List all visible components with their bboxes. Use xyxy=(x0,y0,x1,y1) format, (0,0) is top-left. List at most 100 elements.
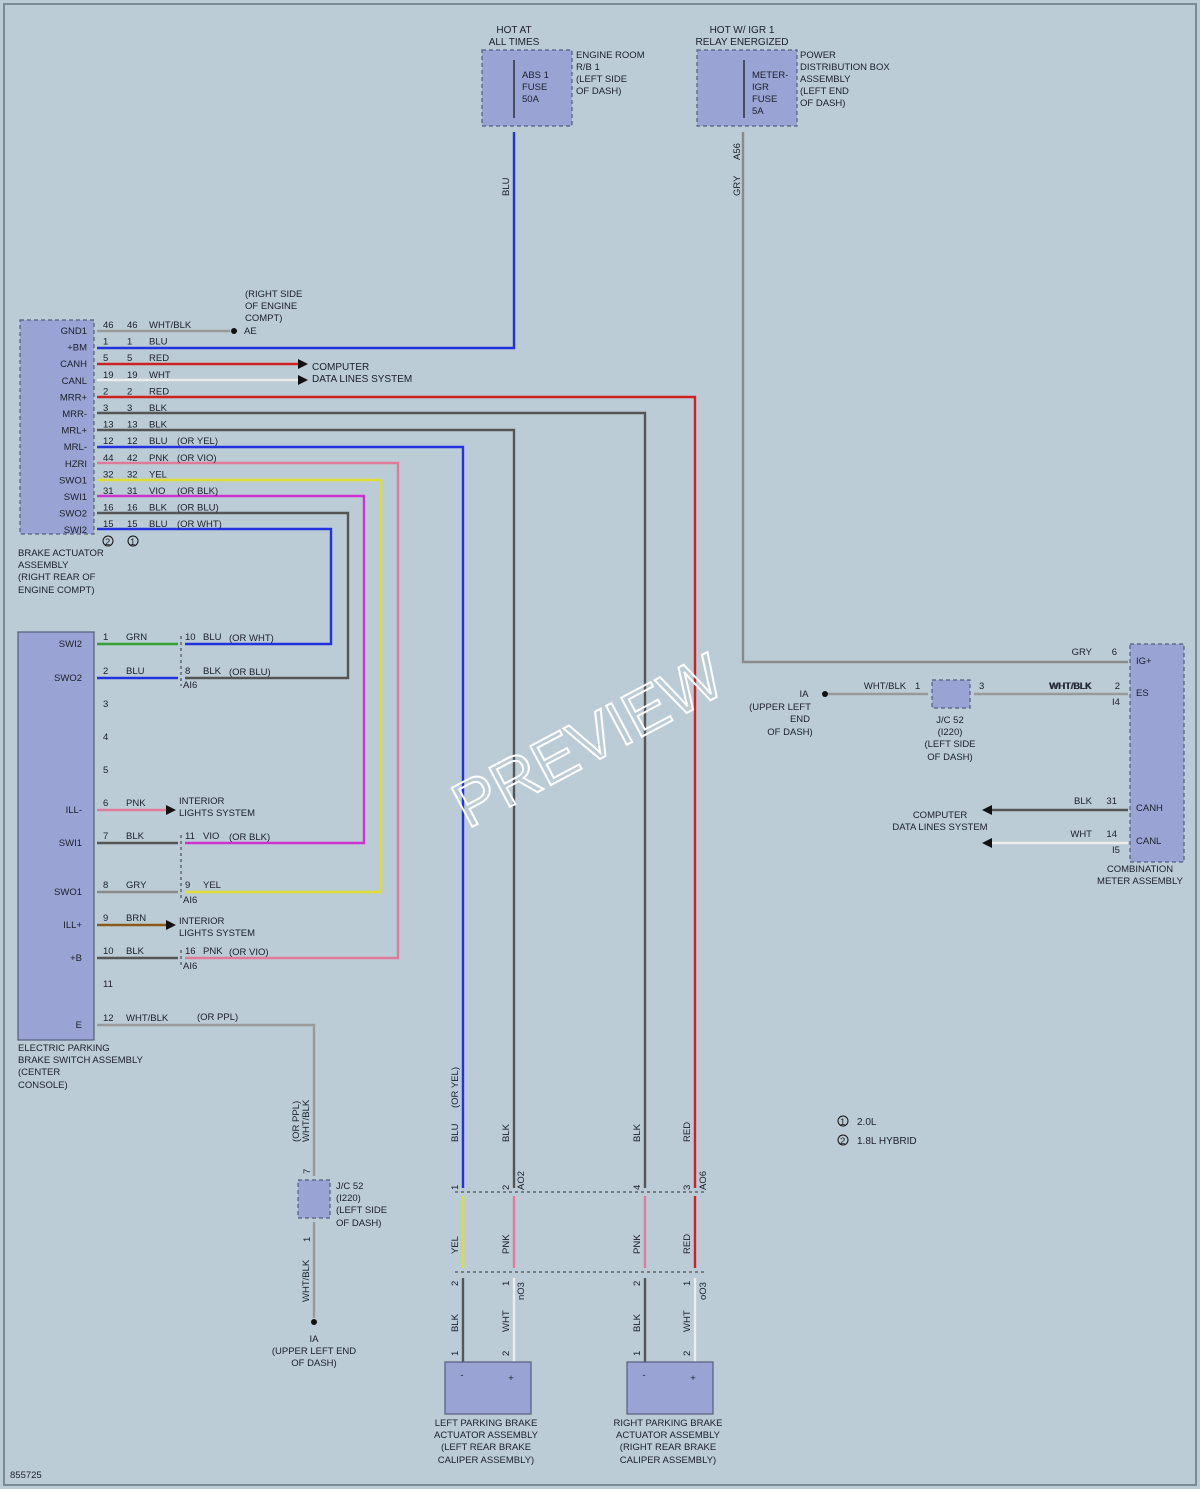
brake-actuator-pin-b: 1 xyxy=(127,337,132,348)
brake-actuator-name-2: ASSEMBLY xyxy=(18,560,69,571)
wires xyxy=(97,132,1128,1362)
wire-mrr-plus xyxy=(97,395,697,1188)
connector-joints xyxy=(180,636,705,1273)
brake-actuator-terminal: +BM xyxy=(67,343,87,354)
abs-location-2: R/B 1 xyxy=(576,62,600,73)
meter-label-2: IGR xyxy=(752,82,769,93)
brake-actuator-terminal: CANL xyxy=(62,376,87,387)
epb-name-1: ELECTRIC PARKING xyxy=(18,1043,110,1054)
diagram-border xyxy=(3,3,1197,1486)
ai6-color: PNK xyxy=(203,946,223,957)
brake-actuator-pin-a: 15 xyxy=(103,519,114,530)
abs-supply-2: ALL TIMES xyxy=(489,37,540,48)
brake-actuator-pin-a: 2 xyxy=(103,386,108,397)
epb-terminal: SWO1 xyxy=(54,887,82,898)
left-upper-label-blk: BLK xyxy=(501,1123,512,1142)
wire-mrr-minus xyxy=(97,411,647,1188)
meter-label-3: FUSE xyxy=(752,94,777,105)
legend-item-1: 2.0L xyxy=(857,1117,877,1128)
ai6-label-1: AI6 xyxy=(183,680,197,691)
interior-lights-2b: LIGHTS SYSTEM xyxy=(179,928,255,939)
left-low-pin-1: 1 xyxy=(501,1281,512,1286)
meter-pin-2: 2 xyxy=(1115,681,1120,692)
variant-mark-1 xyxy=(127,535,139,547)
wire-swo1 xyxy=(97,478,383,894)
brake-actuator-pin-a: 13 xyxy=(103,420,114,431)
left-actuator-name-1: LEFT PARKING BRAKE xyxy=(435,1418,538,1429)
abs-fuse-box xyxy=(481,49,573,127)
left-actuator-name-3: (LEFT REAR BRAKE xyxy=(441,1442,531,1453)
ground-ae-icon xyxy=(231,328,237,334)
brake-actuator-terminals: GND1+BMCANHCANLMRR+MRR-MRL+MRL-HZRISWO1S… xyxy=(59,326,87,536)
ai6-label-3: AI6 xyxy=(183,961,197,972)
figure-id: 855725 xyxy=(10,1470,42,1481)
right-upper-pin-4: 4 xyxy=(632,1185,643,1190)
epb-pin-color: GRY xyxy=(126,880,147,891)
ai6-alt: (OR VIO) xyxy=(229,947,269,958)
arrow-meter-canl xyxy=(982,838,992,848)
abs-location-3: (LEFT SIDE xyxy=(576,74,627,85)
brake-actuator-pin-b: 31 xyxy=(127,486,138,497)
brake-actuator-pin-a: 1 xyxy=(103,337,108,348)
left-actuator-minus: - xyxy=(460,1370,463,1381)
epb-pin-number: 12 xyxy=(103,1013,114,1024)
connector-ao2: AO2 xyxy=(516,1171,527,1190)
left-low-pin-2: 2 xyxy=(450,1281,461,1286)
meter-connector-i4: I4 xyxy=(1112,697,1120,708)
right-act-pin-1: 1 xyxy=(632,1351,643,1356)
jc52-lower-pin-1: 1 xyxy=(302,1237,313,1242)
variant-mark-2 xyxy=(102,535,114,547)
brake-actuator-pin-alt: (OR WHT) xyxy=(177,519,222,530)
brake-actuator-pin-alt: (OR VIO) xyxy=(177,453,217,464)
epb-pin-number: 7 xyxy=(103,831,108,842)
brake-actuator-pin-color: BLU xyxy=(149,519,168,530)
epb-pin-color: BRN xyxy=(126,913,146,924)
abs-location-1: ENGINE ROOM xyxy=(576,50,645,61)
ai6-alt: (OR BLK) xyxy=(229,832,270,843)
ai6-pin: 11 xyxy=(185,831,195,842)
left-actuator-plus: + xyxy=(508,1373,514,1384)
brake-actuator-terminal: MRR+ xyxy=(60,392,88,403)
epb-pin-number: 9 xyxy=(103,913,108,924)
brake-actuator-pin-color: BLK xyxy=(149,503,168,514)
meter-location-1: POWER xyxy=(800,50,836,61)
variant-mark-2-text: 2 xyxy=(105,537,110,548)
brake-actuator-pin-a: 31 xyxy=(103,486,114,497)
ai6-pin: 8 xyxy=(185,666,190,677)
left-mid-label-pnk: PNK xyxy=(501,1234,512,1254)
right-upper-label-red: RED xyxy=(682,1122,693,1142)
epb-name-3: (CENTER xyxy=(18,1067,60,1078)
computer-data-lines-2: DATA LINES SYSTEM xyxy=(312,374,412,385)
ground-ae-location-1: (RIGHT SIDE xyxy=(245,289,302,300)
legend-mark-2 xyxy=(837,1134,849,1146)
arrow-ill-plus xyxy=(166,920,176,930)
meter-connector-i5: I5 xyxy=(1112,845,1120,856)
left-upper-pin-1: 1 xyxy=(450,1185,461,1190)
wire-mrl-minus xyxy=(97,445,465,1188)
meter-pin-31: 31 xyxy=(1106,796,1117,807)
left-mid-label-yel: YEL xyxy=(450,1236,461,1254)
epb-pin-color: GRN xyxy=(126,632,147,643)
interior-lights-1b: LIGHTS SYSTEM xyxy=(179,808,255,819)
meter-pin-6: 6 xyxy=(1112,647,1117,658)
right-actuator-name-3: (RIGHT REAR BRAKE xyxy=(620,1442,716,1453)
brake-actuator-box xyxy=(19,319,95,535)
epb-pin-number: 1 xyxy=(103,632,108,643)
brake-actuator-terminal: MRL- xyxy=(64,442,87,453)
interior-lights-2a: INTERIOR xyxy=(179,916,225,927)
legend-item-2: 1.8L HYBRID xyxy=(857,1136,917,1147)
connector-no3: nO3 xyxy=(516,1282,527,1300)
epb-pin-color: WHT/BLK xyxy=(126,1013,169,1024)
meter-term-ig: IG+ xyxy=(1136,656,1152,667)
ground-ia-bottom-icon xyxy=(311,1319,317,1325)
ground-ia-icon xyxy=(822,691,828,697)
brake-actuator-pin-alt: (OR YEL) xyxy=(177,436,218,447)
ground-ia-label: IA xyxy=(800,689,810,700)
meter-location-4: (LEFT END xyxy=(800,86,849,97)
jc52-lower-box xyxy=(297,1179,331,1219)
ai6-color: VIO xyxy=(203,831,219,842)
right-actuator-name-4: CALIPER ASSEMBLY) xyxy=(620,1455,716,1466)
